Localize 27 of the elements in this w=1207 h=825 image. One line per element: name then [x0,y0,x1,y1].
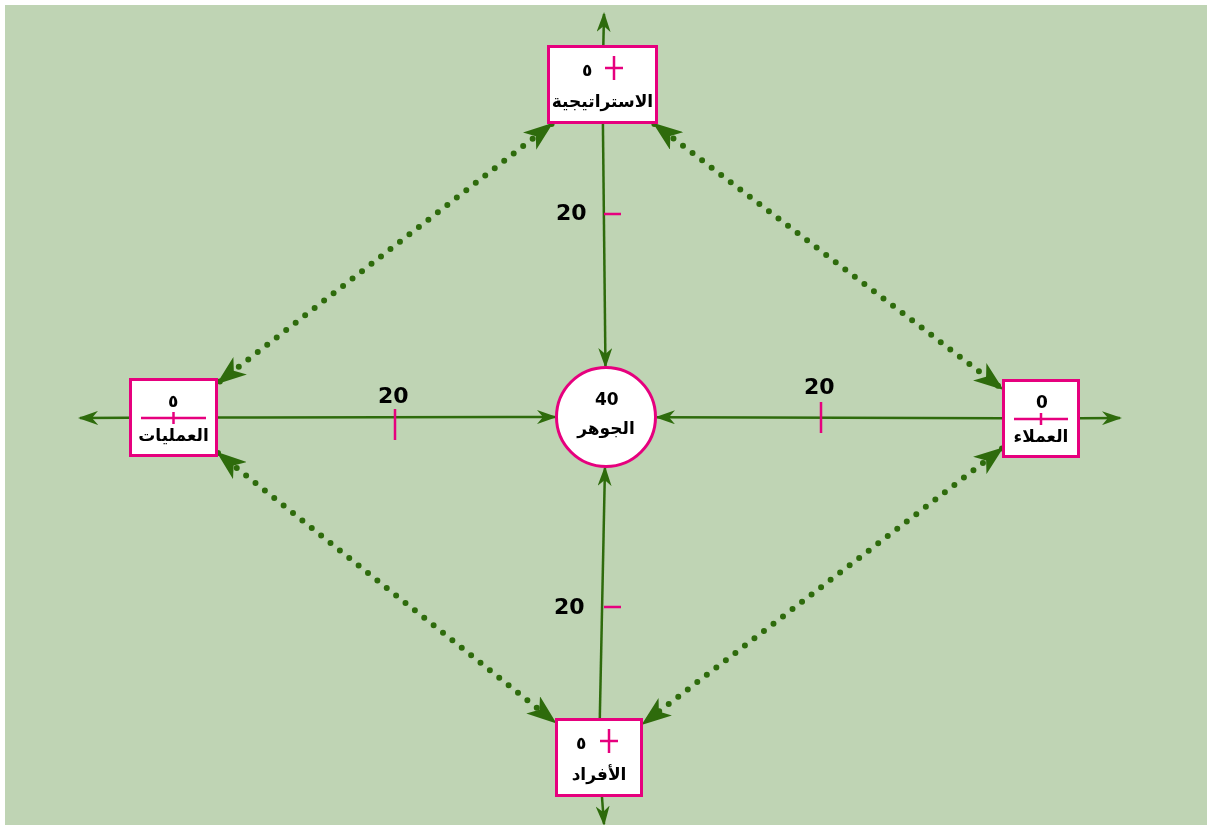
score-value: 0 [1036,392,1048,412]
score-value: ٥ [168,391,179,411]
node-title: الأفراد [570,763,628,785]
score-value: 40 [595,389,619,409]
score-value: ٥ [582,60,593,80]
node-box [547,45,658,124]
arrow [1080,411,1122,426]
arrow [597,466,612,719]
edge-label: 20 [804,375,835,399]
arrow [598,124,613,368]
dotted-arrow [215,121,555,386]
arrow [655,410,1002,425]
node-box [129,378,218,457]
node-title: العملاء [1012,425,1070,447]
node-title: الجوهر [575,417,636,439]
arrow [595,796,610,825]
node-title: العمليات [137,424,210,446]
node-box [555,718,643,797]
edge-label: 20 [554,595,585,619]
score-value: ٥ [576,733,587,753]
arrow [596,12,611,46]
arrow [218,410,557,425]
node-title: الاستراتيجية [550,90,655,112]
node-box [1002,379,1080,458]
arrow [78,410,129,425]
edge-label: 20 [378,384,409,408]
edge-label: 20 [556,201,587,225]
